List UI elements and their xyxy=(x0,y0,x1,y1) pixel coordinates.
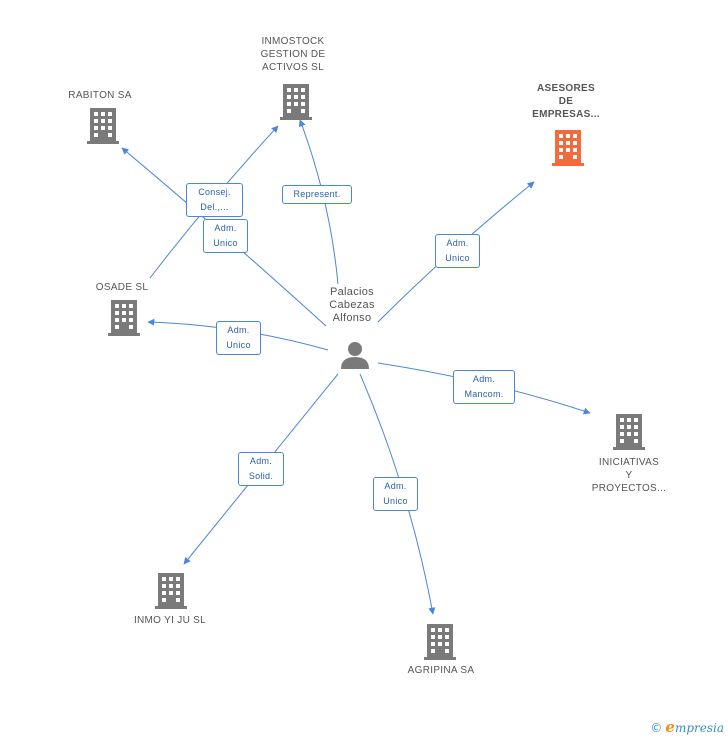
relation-label-adm-unico-osade: Adm. Unico xyxy=(216,321,261,355)
company-label-asesores[interactable]: ASESORES DE EMPRESAS... xyxy=(532,83,600,120)
empresia-watermark[interactable]: ©empresia xyxy=(650,718,724,736)
brand-initial: e xyxy=(665,718,675,736)
person-icon[interactable] xyxy=(340,340,370,375)
company-label-osade[interactable]: OSADE SL xyxy=(95,282,149,293)
building-icon[interactable] xyxy=(155,573,187,614)
company-label-inmoyiju[interactable]: INMO YI JU SL xyxy=(133,615,207,626)
building-icon[interactable] xyxy=(280,84,312,125)
company-label-rabiton[interactable]: RABITON SA xyxy=(68,90,132,101)
building-icon[interactable] xyxy=(552,130,584,171)
relation-label-adm-solid: Adm. Solid. xyxy=(238,452,284,486)
relation-label-adm-unico-agripina: Adm. Unico xyxy=(373,477,418,511)
brand-name: mpresia xyxy=(674,721,724,735)
building-icon[interactable] xyxy=(613,414,645,455)
company-label-iniciativas[interactable]: INICIATIVAS Y PROYECTOS... xyxy=(591,457,667,494)
relation-label-adm-unico-rabiton: Adm. Unico xyxy=(203,219,248,253)
relation-label-adm-mancom: Adm. Mancom. xyxy=(453,370,515,404)
relation-label-adm-unico-asesores: Adm. Unico xyxy=(435,234,480,268)
building-icon[interactable] xyxy=(87,108,119,149)
copyright-symbol: © xyxy=(650,721,663,735)
person-label[interactable]: Palacios Cabezas Alfonso xyxy=(329,286,375,324)
company-label-inmostock[interactable]: INMOSTOCK GESTION DE ACTIVOS SL xyxy=(260,36,326,73)
relation-label-represent: Represent. xyxy=(282,185,352,204)
relation-label-consej: Consej. Del.,... xyxy=(186,183,243,217)
company-label-agripina[interactable]: AGRIPINA SA xyxy=(407,665,475,676)
building-icon[interactable] xyxy=(424,624,456,665)
building-icon[interactable] xyxy=(108,300,140,341)
